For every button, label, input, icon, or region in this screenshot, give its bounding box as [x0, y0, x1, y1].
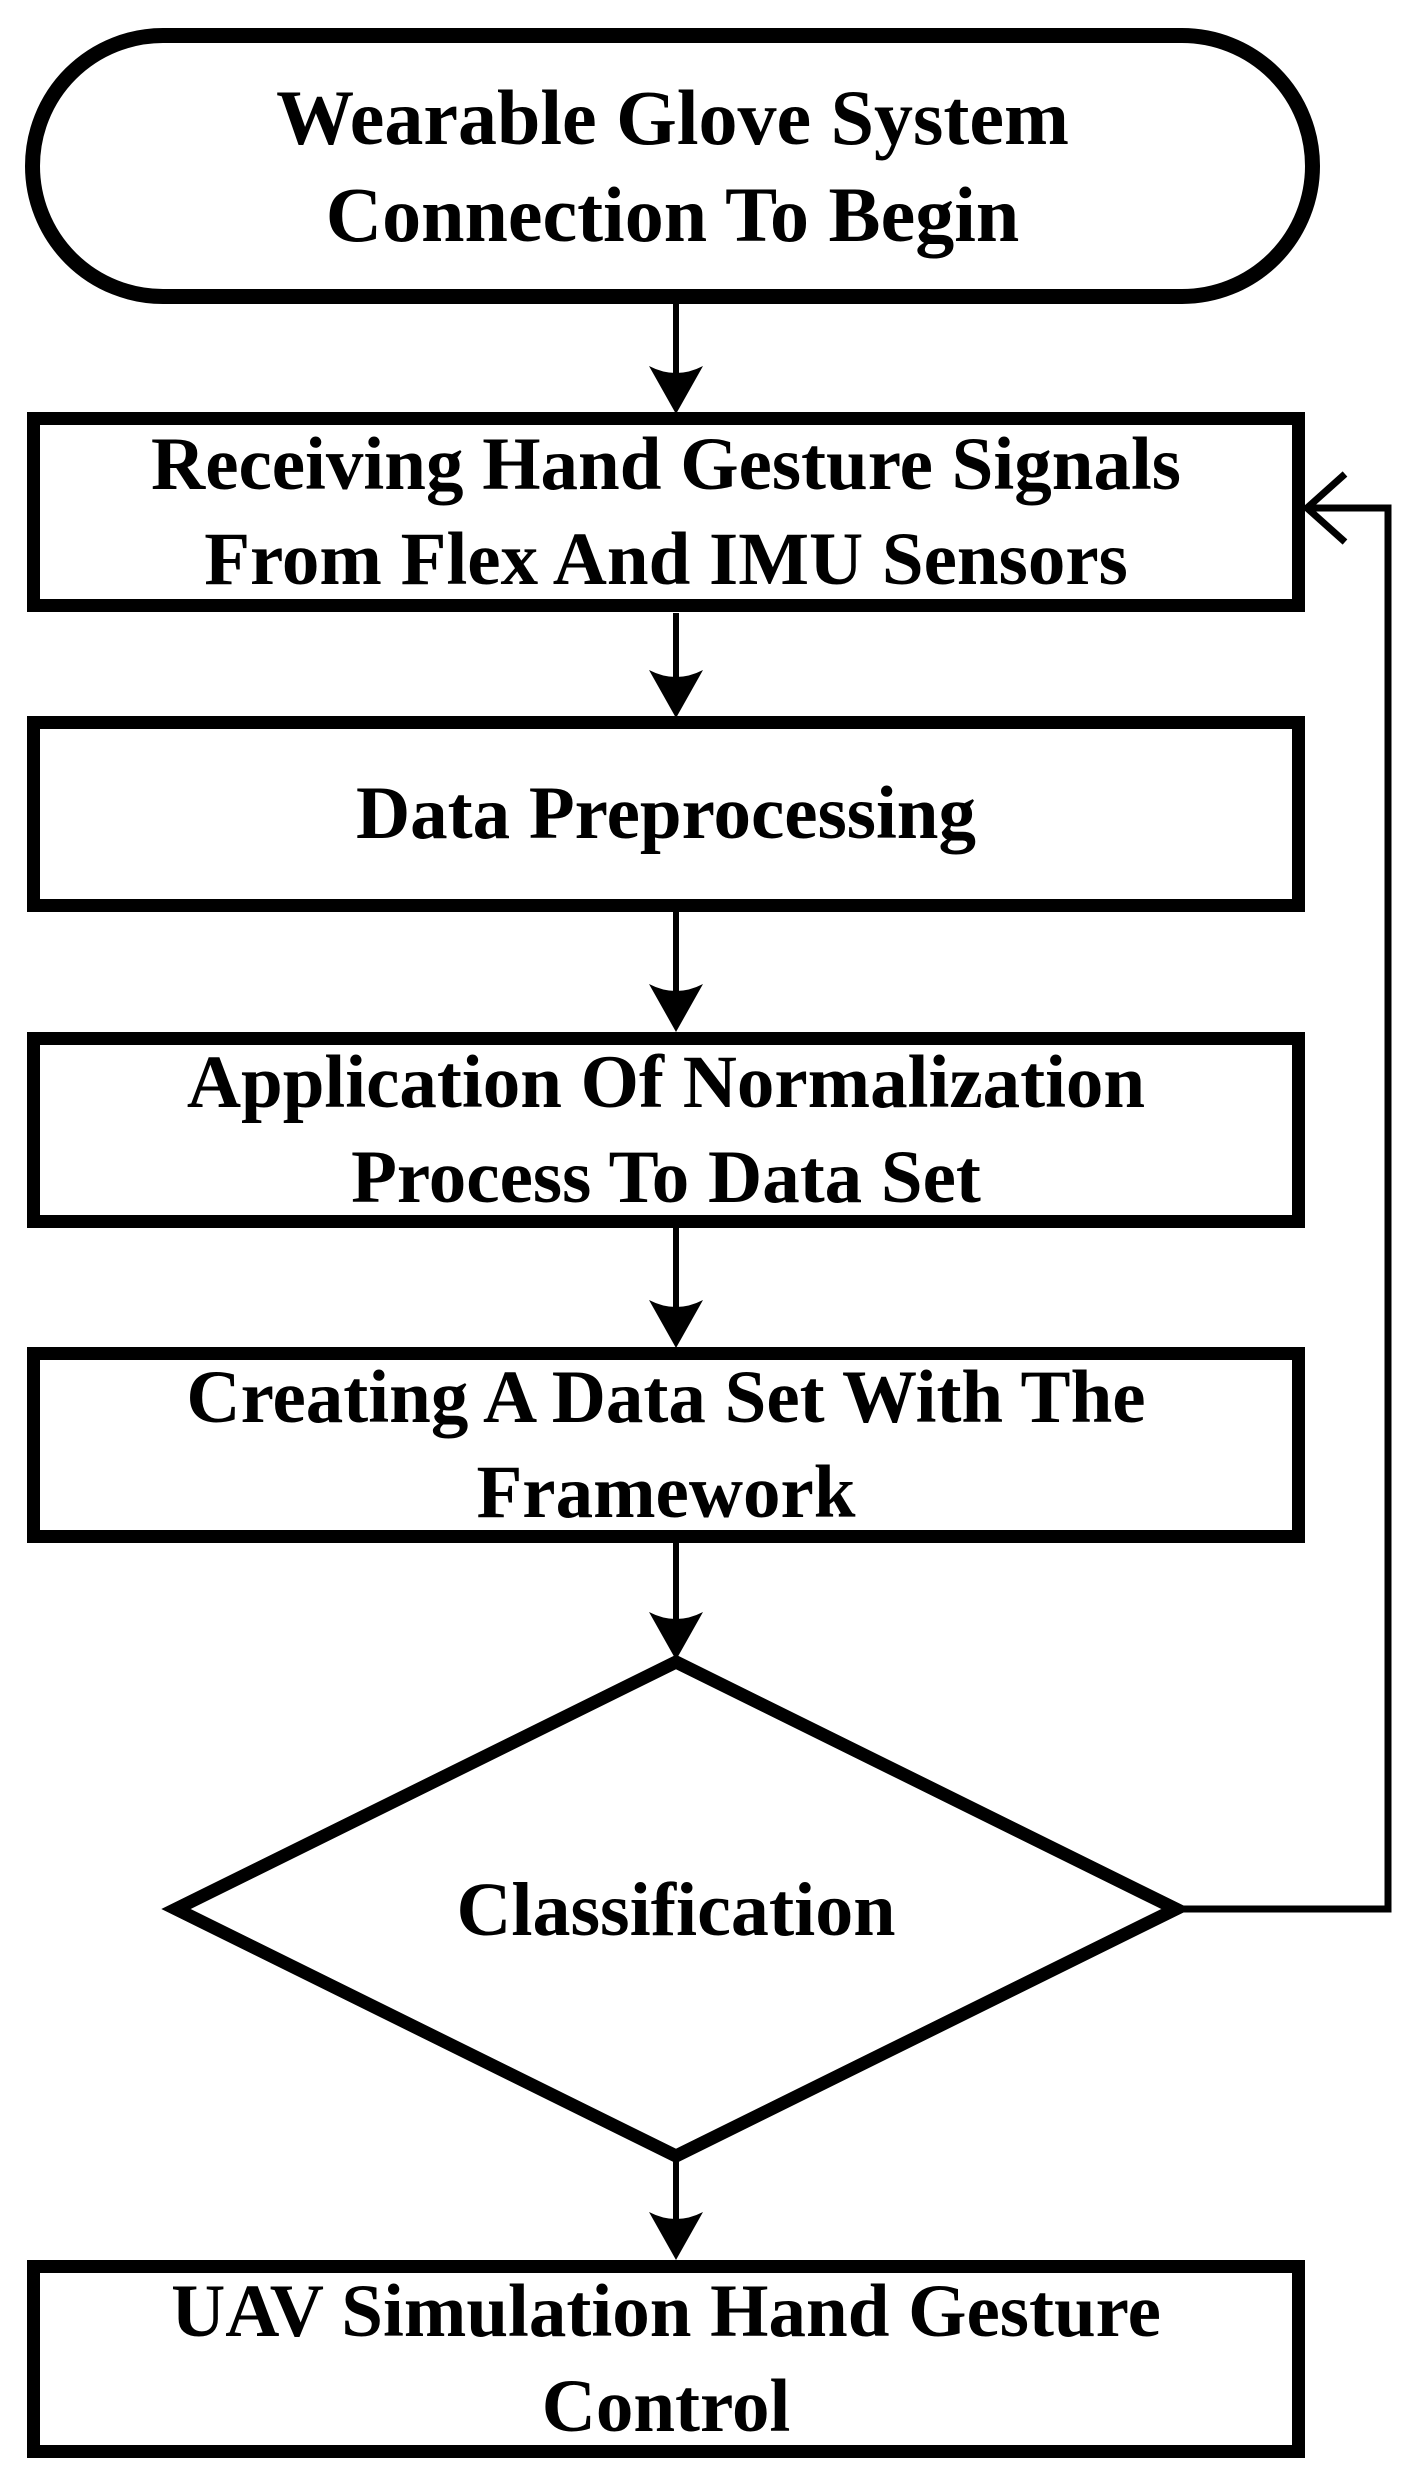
arrowhead-receive-to-preprocess-icon: [649, 670, 703, 718]
node-uav-process: UAV Simulation Hand Gesture Control: [27, 2260, 1305, 2458]
node-receive-process: Receiving Hand Gesture Signals From Flex…: [27, 412, 1305, 612]
node-preprocess-label: Data Preprocessing: [355, 772, 977, 856]
node-receive-label: Receiving Hand Gesture Signals From Flex…: [151, 422, 1181, 601]
arrowhead-classify-to-uav-icon: [649, 2212, 703, 2260]
node-classify-decision: Classification: [276, 1838, 1076, 1982]
node-createset-label: Creating A Data Set With The Framework: [186, 1355, 1146, 1534]
node-createset-process: Creating A Data Set With The Framework: [27, 1347, 1305, 1543]
arrowhead-normalize-to-createset-icon: [649, 1300, 703, 1348]
feedback-arrowhead-icon: [1301, 471, 1348, 545]
node-normalize-label: Application Of Normalization Process To …: [186, 1040, 1146, 1219]
node-uav-label: UAV Simulation Hand Gesture Control: [171, 2269, 1161, 2448]
arrowhead-start-to-receive-icon: [649, 366, 703, 414]
node-classify-label: Classification: [456, 1867, 896, 1952]
feedback-edge-classify-to-receive: [1176, 504, 1392, 1913]
node-start-terminator: Wearable Glove System Connection To Begi…: [25, 28, 1320, 304]
node-normalize-process: Application Of Normalization Process To …: [27, 1032, 1305, 1228]
arrowhead-createset-to-classify-icon: [649, 1612, 703, 1660]
node-start-label: Wearable Glove System Connection To Begi…: [276, 73, 1069, 259]
node-preprocess-process: Data Preprocessing: [27, 716, 1305, 912]
arrowhead-preprocess-to-normalize-icon: [649, 984, 703, 1032]
